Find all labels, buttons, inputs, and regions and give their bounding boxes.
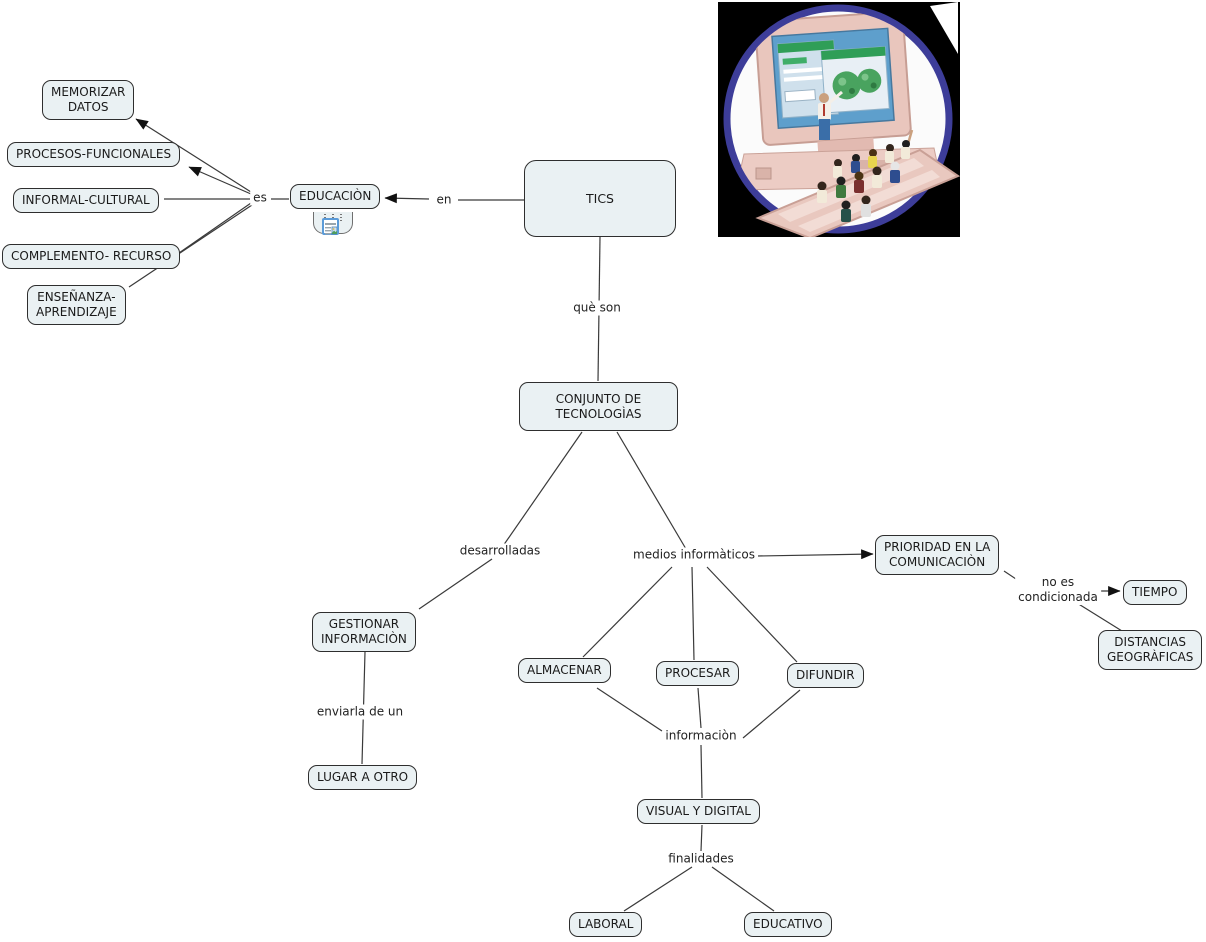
node-tics[interactable]: TICS [524,160,676,237]
node-almacenar[interactable]: ALMACENAR [518,658,611,683]
edge-almacenar-informacion [596,687,663,732]
edge-medios-almacenar [582,566,673,658]
node-ensenanza-aprendizaje[interactable]: ENSEÑANZA- APRENDIZAJE [27,285,126,325]
edge-visual-finalidades [700,824,703,852]
link-label-finalidades[interactable]: finalidades [665,851,737,867]
edge-medios-difundir [706,566,798,663]
edge-finalidades-educativo [711,866,775,912]
link-label-enviarla-de-un[interactable]: enviarla de un [313,704,407,720]
node-laboral[interactable]: LABORAL [569,912,643,937]
edge-conjunto-medios [616,431,687,550]
node-complemento-recurso[interactable]: COMPLEMENTO- RECURSO [2,244,181,269]
edge-es-complemento [178,202,252,254]
node-procesos-funcionales[interactable]: PROCESOS-FUNCIONALES [7,142,181,167]
link-label-informacion[interactable]: informaciòn [662,728,740,744]
edge-es-procesos [188,166,252,195]
edge-noes-distancias [1076,602,1123,632]
edge-desarrolladas-gestionar [418,558,493,610]
link-label-es[interactable]: es [250,190,270,206]
edge-en-educacion [384,193,430,204]
edge-es-ensenanza [128,204,253,288]
node-lugar-a-otro[interactable]: LUGAR A OTRO [308,765,418,790]
link-label-en[interactable]: en [433,192,455,208]
edge-difundir-informacion [742,689,801,739]
image-resource-icon[interactable] [322,218,339,235]
node-distancias-geograficas[interactable]: DISTANCIAS GEOGRÀFICAS [1098,630,1203,670]
link-label-desarrolladas[interactable]: desarrolladas [456,543,544,559]
edge-es-memorizar [135,118,252,193]
link-label-que-son[interactable]: què son [570,300,624,316]
node-informal-cultural[interactable]: INFORMAL-CULTURAL [13,188,159,213]
node-conjunto-de-tecnologias[interactable]: CONJUNTO DE TECNOLOGÌAS [519,382,678,431]
node-educacion[interactable]: EDUCACIÒN [290,184,381,209]
node-educativo[interactable]: EDUCATIVO [744,912,832,937]
node-prioridad-comunicacion[interactable]: PRIORIDAD EN LA COMUNICACIÒN [875,535,1000,575]
node-visual-y-digital[interactable]: VISUAL Y DIGITAL [637,799,760,824]
edge-conjunto-desarrolladas [502,431,583,547]
edge-finalidades-laboral [623,866,693,912]
node-tiempo[interactable]: TIEMPO [1123,580,1187,605]
node-gestionar-informacion[interactable]: GESTIONAR INFORMACIÒN [312,612,416,652]
link-label-medios-informaticos[interactable]: medios informàticos [630,547,758,563]
edge-medios-prioridad [756,549,874,560]
edge-medios-procesar [691,566,695,661]
node-procesar[interactable]: PROCESAR [656,661,740,686]
computer-classroom-image [718,2,960,237]
edge-informacion-visual [700,744,703,799]
node-memorizar-datos[interactable]: MEMORIZAR DATOS [42,80,135,120]
node-difundir[interactable]: DIFUNDIR [787,663,864,688]
edge-procesar-informacion [697,687,702,729]
link-label-no-es-condicionada[interactable]: no es condicionada [1015,575,1101,605]
